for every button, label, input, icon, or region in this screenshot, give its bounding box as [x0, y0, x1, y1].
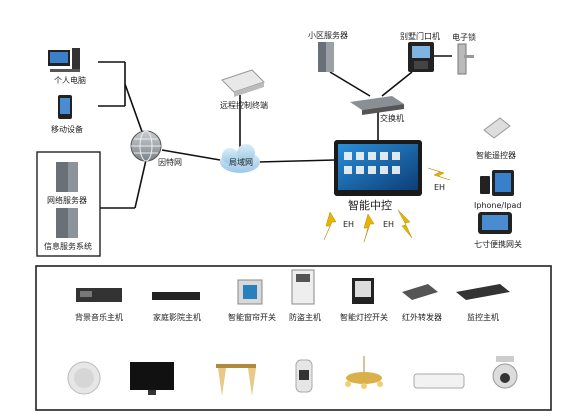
- pc-label: 个人电脑: [54, 76, 86, 85]
- gateway-label: 七寸便携网关: [474, 240, 522, 249]
- device-label-light: 智能灯控开关: [340, 313, 388, 322]
- eh-right-label: EH: [434, 183, 446, 192]
- device-group-box: [35, 265, 552, 411]
- device-label-ir: 红外转发器: [402, 313, 442, 322]
- door-phone-icon: [408, 42, 434, 72]
- alarm-host-icon: [291, 269, 315, 305]
- door-phone-label: 别墅门口机: [400, 32, 440, 41]
- motion-detector-icon: [295, 359, 313, 393]
- gateway-icon: [478, 212, 512, 234]
- music-host-icon: [76, 288, 122, 302]
- router-label: 远程控制终端: [220, 101, 268, 110]
- curtain-switch-icon: [237, 279, 263, 305]
- air-conditioner-icon: [413, 373, 465, 389]
- lan-cloud-icon: [220, 144, 260, 173]
- web-server-icon: [56, 162, 78, 192]
- remote-icon: [483, 117, 511, 139]
- light-switch-icon: [352, 278, 374, 304]
- home-theater-icon: [152, 292, 200, 300]
- mobile-icon: [58, 95, 72, 119]
- server-group-box: [36, 151, 101, 257]
- info-server-icon: [56, 208, 78, 238]
- dome-camera-icon: [492, 356, 518, 389]
- device-label-curtain: 智能窗帘开关: [228, 313, 276, 322]
- ir-transmitter-icon: [402, 284, 438, 300]
- hub-screen-icon: [334, 140, 422, 196]
- remote-label: 智能遥控器: [476, 151, 516, 160]
- device-label-dvr: 监控主机: [467, 313, 499, 322]
- wireless-signal-icons: [323, 167, 451, 243]
- dvr-icon: [456, 284, 510, 300]
- web-server-label: 网络服务器: [47, 196, 87, 205]
- device-label-music: 背景音乐主机: [75, 313, 123, 322]
- ceiling-speaker-icon: [67, 361, 101, 395]
- device-label-theater: 家庭影院主机: [153, 313, 201, 322]
- router-icon: [221, 69, 265, 97]
- hub-label: 智能中控: [348, 199, 392, 212]
- curtain-icon: [216, 364, 256, 396]
- mobile-label: 移动设备: [51, 125, 83, 134]
- pc-icon: [48, 48, 80, 72]
- community-server-icon: [318, 42, 334, 72]
- switch-icon: [350, 96, 404, 115]
- switch-label: 交换机: [380, 114, 404, 123]
- internet-globe-icon: [130, 130, 162, 162]
- device-label-alarm: 防盗主机: [289, 313, 321, 322]
- eh-mid-label: EH: [383, 220, 395, 229]
- chandelier-icon: [345, 356, 383, 389]
- community-server-label: 小区服务器: [308, 31, 348, 40]
- e-lock-label: 电子锁: [452, 33, 476, 42]
- e-lock-icon: [457, 43, 474, 75]
- lan-label: 局域网: [229, 158, 253, 167]
- info-server-label: 信息服务系统: [44, 242, 92, 251]
- eh-left-label: EH: [343, 220, 355, 229]
- phone-label: Iphone/Ipad: [474, 201, 522, 210]
- iphone-ipad-icon: [480, 170, 514, 196]
- tv-icon: [130, 362, 174, 395]
- internet-label: 因特网: [158, 158, 182, 167]
